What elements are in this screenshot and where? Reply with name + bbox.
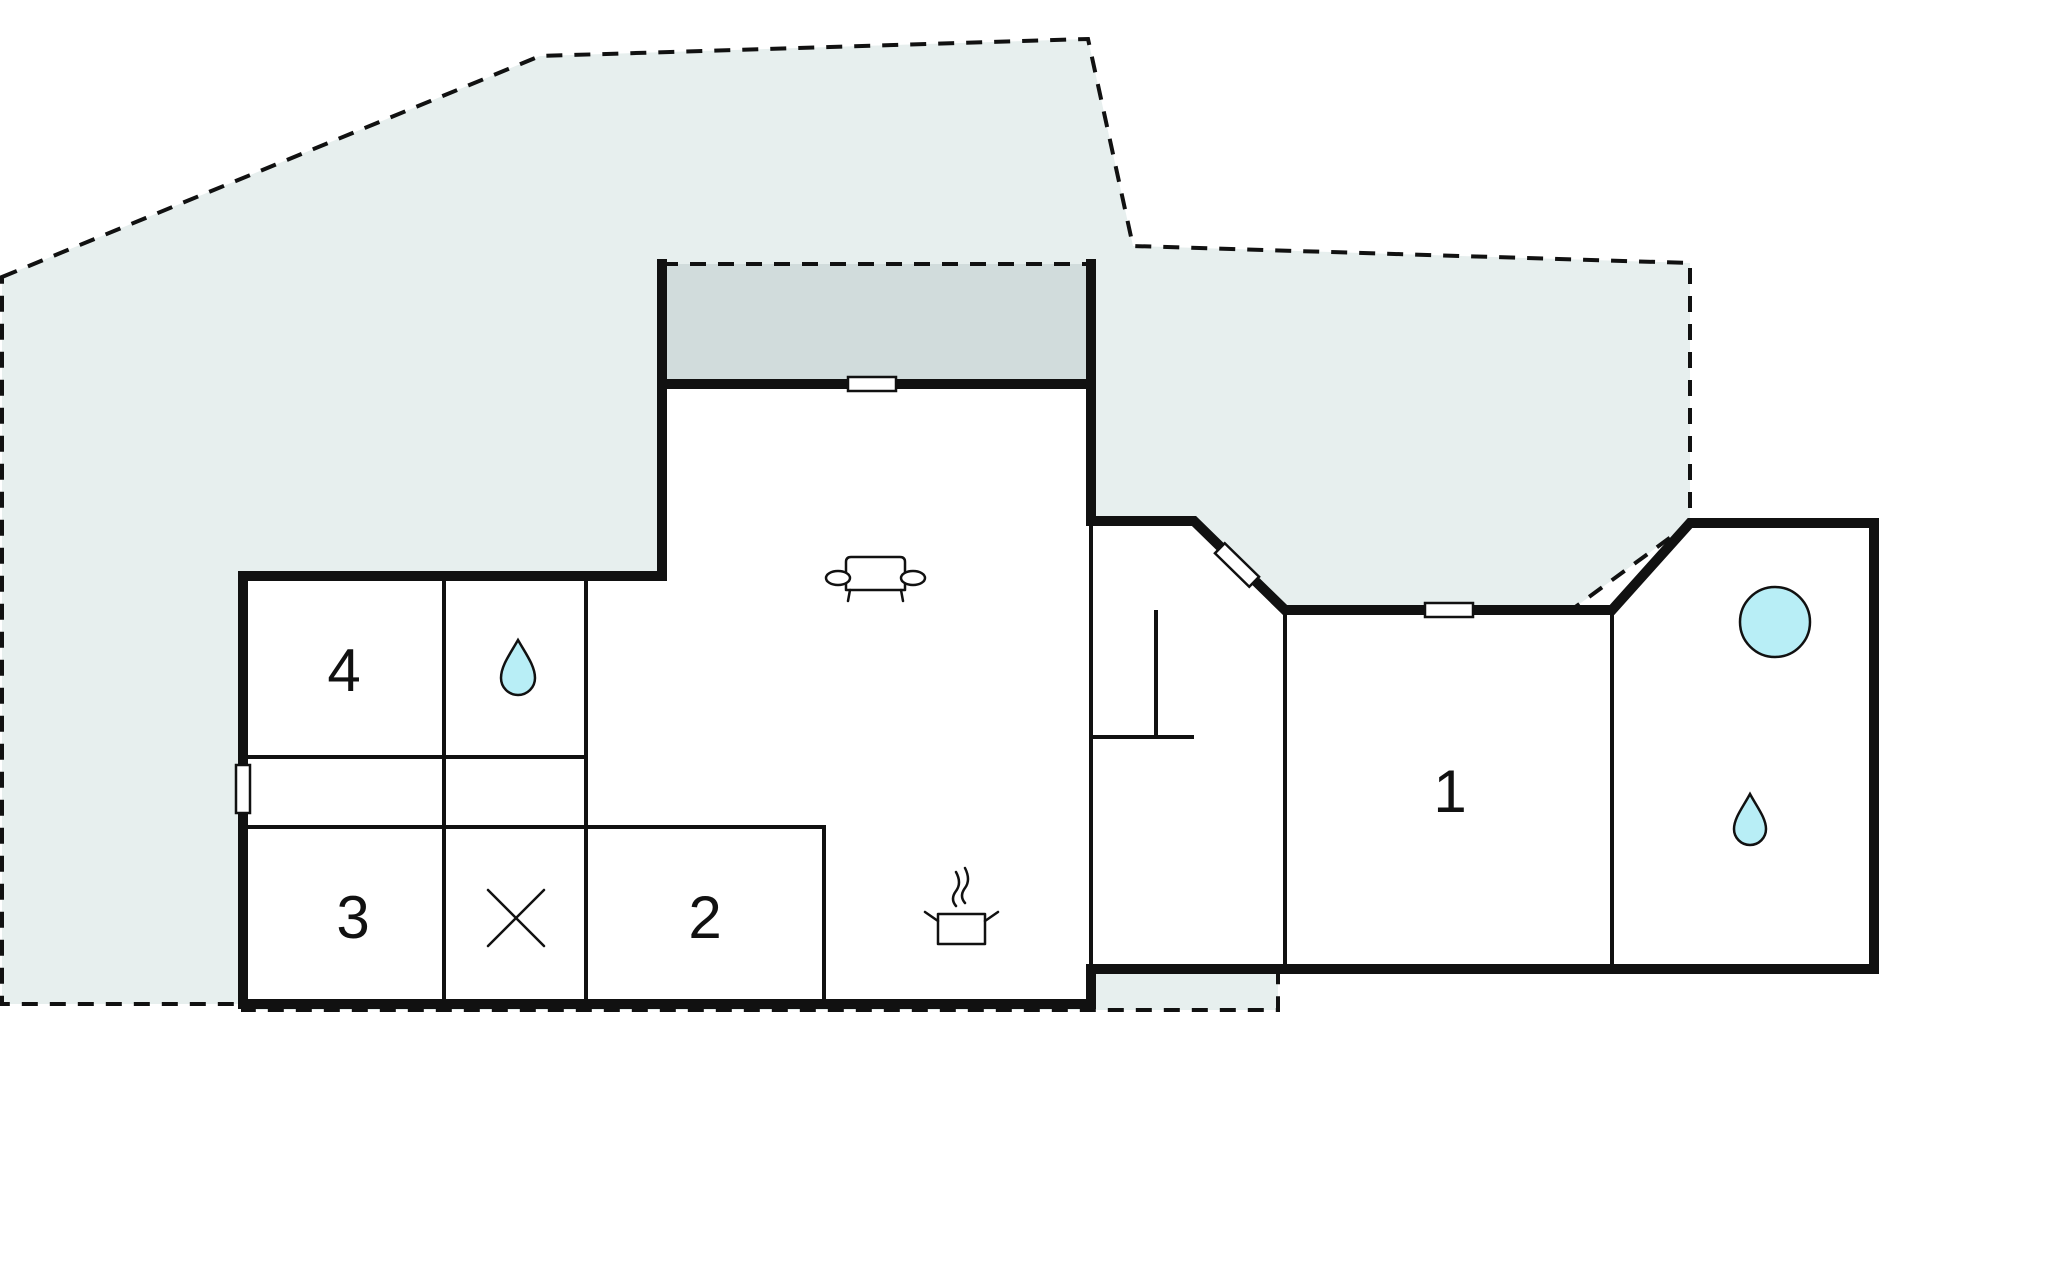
partitions (241, 519, 1614, 1006)
room-label-3: 3 (336, 884, 369, 951)
outer-wall (238, 259, 1879, 1009)
window (1213, 541, 1261, 589)
house-floor (243, 384, 1874, 1004)
sofa-icon (824, 555, 927, 603)
room-label-1: 1 (1433, 758, 1466, 825)
outer-wall (238, 259, 667, 581)
room-label-2: 2 (688, 884, 721, 951)
water-drop-icon (1732, 791, 1768, 847)
room-label-4: 4 (327, 637, 360, 704)
window (846, 375, 898, 393)
cooking-pot-icon (923, 866, 1000, 946)
terrace (662, 264, 1091, 384)
circle-icon (1738, 585, 1812, 659)
cross-icon (486, 888, 546, 948)
window (1423, 601, 1475, 619)
water-drop-icon (499, 637, 537, 697)
window (234, 763, 252, 815)
